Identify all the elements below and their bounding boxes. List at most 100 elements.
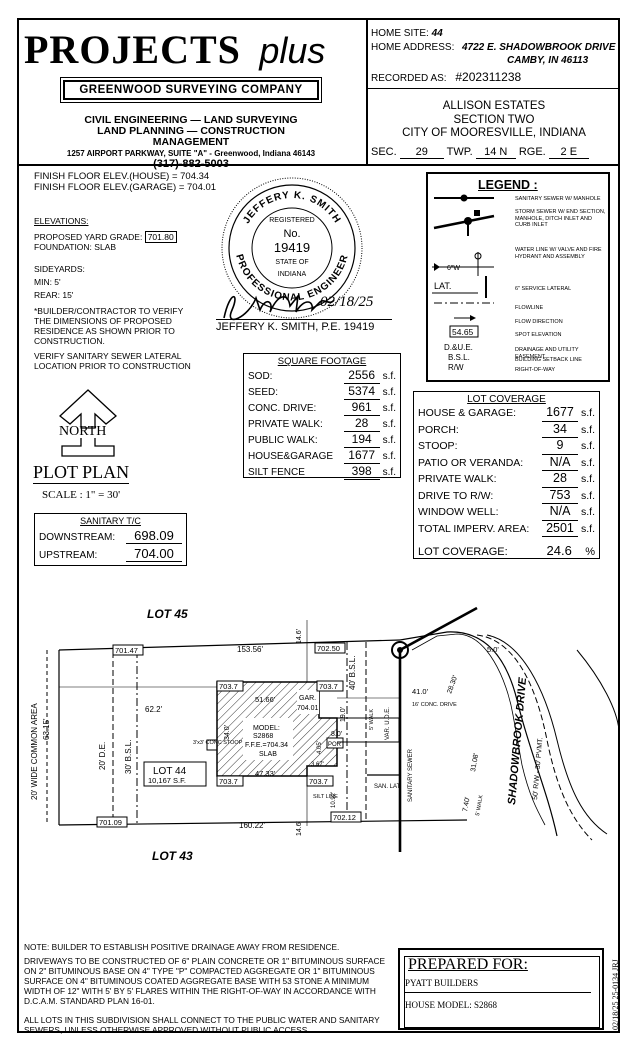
north-lot-line bbox=[58, 639, 401, 651]
site-drawing: LOT 45 LOT 43 20' WIDE COMMON AREA 63.15… bbox=[30, 606, 620, 863]
downstream-label: DOWNSTREAM: bbox=[39, 532, 116, 543]
dim-31-label: 31.08' bbox=[470, 753, 480, 773]
stoop-shape bbox=[206, 739, 218, 751]
legend-item-water: WATER LINE W/ VALVE AND FIRE HYDRANT AND… bbox=[515, 247, 602, 260]
prepared-for-inner bbox=[404, 956, 600, 1028]
sanitary-upstream: UPSTREAM: 704.00 bbox=[35, 546, 186, 562]
sqft-row-value: 2556 bbox=[343, 368, 380, 384]
sqft-row-label: CONC. DRIVE: bbox=[248, 403, 317, 414]
company-phone: (317)-882-5003 bbox=[153, 158, 229, 170]
spot-70212: 702.12 bbox=[333, 813, 356, 822]
sanitary-downstream: DOWNSTREAM: 698.09 bbox=[35, 526, 186, 546]
sanlat-label: SAN. LAT. bbox=[374, 784, 402, 790]
lot-coverage-row-value: 9 bbox=[541, 438, 578, 455]
sideyards-title: SIDEYARDS: bbox=[34, 264, 85, 274]
legend-bsl: B.S.L. bbox=[448, 353, 470, 362]
sanitary-box: SANITARY T/C DOWNSTREAM: 698.09 UPSTREAM… bbox=[34, 513, 187, 566]
lot-coverage-row-label: PATIO OR VERANDA: bbox=[418, 456, 524, 469]
dim-8-label: 8.0' bbox=[331, 731, 342, 738]
signer-name: JEFFERY K. SMITH, P.E. 19419 bbox=[216, 319, 392, 333]
subdivision-block: ALLISON ESTATES SECTION TWO CITY OF MOOR… bbox=[370, 100, 618, 141]
spot-70250: 702.50 bbox=[317, 644, 340, 653]
seal-ring bbox=[228, 184, 356, 312]
lot44-box bbox=[143, 761, 207, 787]
street-edge bbox=[476, 634, 593, 841]
manhole-icon bbox=[391, 641, 409, 659]
drainage-note: NOTE: BUILDER TO ESTABLISH POSITIVE DRAI… bbox=[24, 942, 340, 952]
sqft-row-unit: s.f. bbox=[382, 435, 396, 446]
rge-value: 2 E bbox=[548, 146, 589, 159]
spot-70377-d: 703.7 bbox=[309, 777, 328, 786]
legend-item-sanitary: SANITARY SEWER W/ MANHOLE bbox=[515, 196, 601, 202]
legend-symbols: 6"W LAT. 54.65 D.&U.E. B.S.L. R/W bbox=[432, 194, 495, 372]
header-divider bbox=[366, 18, 368, 165]
lot-coverage-row-label: DRIVE TO R/W: bbox=[418, 489, 494, 502]
seal-registered: REGISTERED bbox=[269, 217, 315, 224]
bsl30-label: 30' B.S.L. bbox=[124, 740, 133, 774]
row-line bbox=[399, 631, 558, 837]
dim-34-label: 34.0' bbox=[224, 725, 231, 740]
header-bottom-rule bbox=[17, 164, 620, 166]
street-name: SHADOWBROOK DRIVE bbox=[506, 676, 529, 805]
sqft-row-value: 1677 bbox=[343, 448, 380, 464]
logo: PROJECTS plus bbox=[24, 26, 364, 72]
dim-41-label: 41.0' bbox=[412, 687, 429, 696]
sideyards-min: MIN: 5' bbox=[34, 277, 61, 287]
lot-coverage-row-unit: s.f. bbox=[580, 506, 595, 518]
lot43-label: LOT 43 bbox=[152, 849, 193, 863]
builder-name: PYATT BUILDERS bbox=[405, 978, 591, 993]
yard-grade-value: 701.80 bbox=[144, 231, 177, 243]
engineer-seal: JEFFERY K. SMITH PROFESSIONAL ENGINEER R… bbox=[221, 177, 363, 319]
sqft-row-label: PUBLIC WALK: bbox=[248, 435, 318, 446]
sqft-row-value: 5374 bbox=[343, 384, 380, 400]
elevations-title: ELEVATIONS: bbox=[34, 216, 89, 226]
dim-14a-label: 14.6' bbox=[296, 629, 303, 644]
dim-740-label: 7.40' bbox=[462, 796, 471, 812]
sec-label: SEC. bbox=[371, 146, 397, 158]
legend-water-label: 6"W bbox=[447, 265, 460, 272]
foundation: FOUNDATION: SLAB bbox=[34, 242, 117, 252]
company-name: GREENWOOD SURVEYING COMPANY bbox=[60, 77, 322, 103]
lot-coverage-unit: % bbox=[585, 546, 595, 558]
seal-state: INDIANA bbox=[278, 271, 307, 278]
slab-label: SLAB bbox=[259, 751, 277, 758]
legend-spot-value: 54.65 bbox=[452, 327, 474, 337]
lot-coverage-row-unit: s.f. bbox=[580, 489, 595, 502]
plot-plan-sheet bbox=[17, 18, 620, 1033]
legend-item-flow: FLOW DIRECTION bbox=[515, 319, 563, 325]
sideyards-rear: REAR: 15' bbox=[34, 290, 74, 300]
subdivision-name: ALLISON ESTATES bbox=[442, 100, 546, 112]
lot-coverage-row-unit: s.f. bbox=[580, 473, 595, 485]
lot-coverage-row-value: N/A bbox=[541, 504, 578, 521]
sqft-row-label: HOUSE&GARAGE bbox=[248, 451, 334, 462]
verify-dimensions-note: *BUILDER/CONTRACTOR TO VERIFY THE DIMENS… bbox=[34, 306, 184, 346]
recorded-label: RECORDED AS: bbox=[371, 73, 447, 84]
street-curb-outer bbox=[576, 649, 620, 731]
twp-value: 14 N bbox=[475, 146, 516, 159]
legend-item-flowline: FLOWLINE bbox=[515, 305, 544, 311]
lot-coverage-row-value: 28 bbox=[541, 471, 578, 488]
model-value: S2868 bbox=[253, 733, 273, 740]
sqft-row-unit: s.f. bbox=[382, 387, 396, 398]
lot-coverage-label: LOT COVERAGE: bbox=[418, 546, 508, 558]
signature-date: 02/18/25 bbox=[320, 294, 374, 310]
model-label: MODEL: bbox=[253, 725, 280, 732]
walk-line bbox=[411, 633, 546, 826]
spot-70147: 701.47 bbox=[115, 646, 138, 655]
yard-grade-label: PROPOSED YARD GRADE: bbox=[34, 232, 143, 242]
services-line2: LAND PLANNING — CONSTRUCTION MANAGEMENT bbox=[97, 125, 285, 148]
dim-14b-label: 14.6' bbox=[296, 821, 303, 836]
legend-rw: R/W bbox=[448, 363, 464, 372]
legend-box bbox=[426, 172, 610, 382]
